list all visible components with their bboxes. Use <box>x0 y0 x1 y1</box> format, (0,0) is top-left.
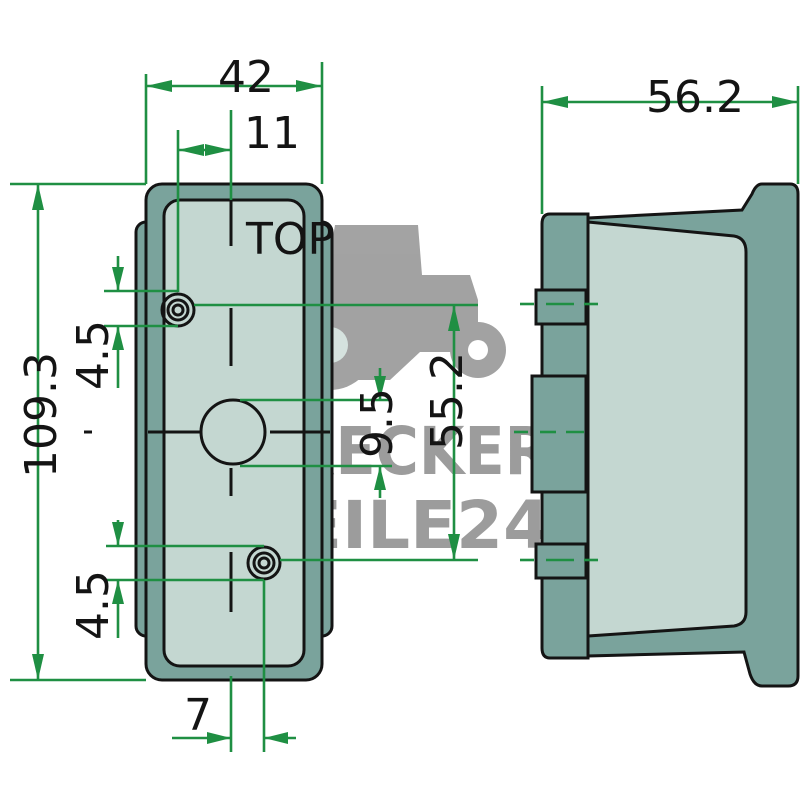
dim-center-hole-height: 9.5 <box>352 388 403 458</box>
dim-overall-height: 109.3 <box>16 352 67 478</box>
dimension-labels: 42 11 56.2 109.3 4.5 4.5 9.5 55.2 7 <box>16 52 744 741</box>
front-view: TOP <box>84 182 334 682</box>
center-cable-hole <box>199 398 267 466</box>
dim-top-hole-distance: 4.5 <box>68 320 119 390</box>
side-lens <box>586 220 748 638</box>
dim-depth: 56.2 <box>646 72 744 123</box>
top-label: TOP <box>245 214 334 265</box>
side-view <box>514 182 800 688</box>
side-tab-middle <box>530 374 588 494</box>
dimension-lines <box>10 62 800 752</box>
dim-overall-width: 42 <box>218 52 274 103</box>
dim-mount-spacing: 55.2 <box>422 352 473 450</box>
dim-hole-offset: 11 <box>244 108 300 159</box>
side-tab-top <box>534 288 588 326</box>
dim-bottom-hole-offset: 7 <box>184 690 212 741</box>
dim-bottom-hole-distance: 4.5 <box>68 570 119 640</box>
